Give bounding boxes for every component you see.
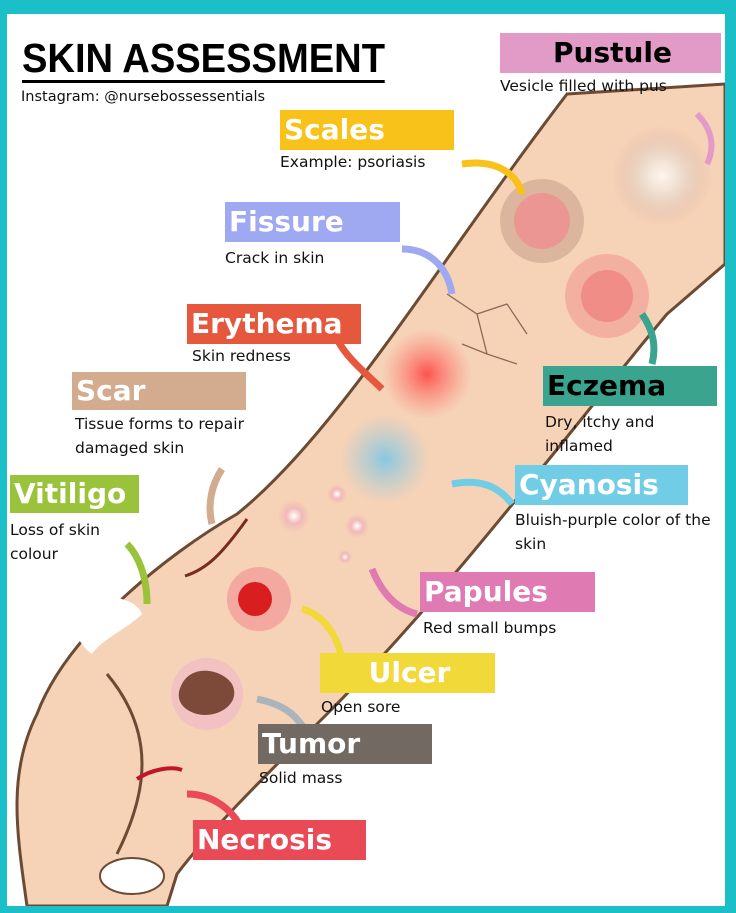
label-necrosis: Necrosis — [193, 820, 366, 860]
fissure-cracks — [446, 293, 528, 365]
label-scales: Scales — [280, 110, 454, 150]
label-eczema: Eczema — [543, 366, 717, 406]
label-scar: Scar — [72, 372, 246, 410]
desc-cyanosis: Bluish-purple color of the skin — [515, 511, 711, 553]
desc-fissure: Crack in skin — [225, 249, 325, 267]
desc-tumor: Solid mass — [259, 769, 343, 787]
page-title: SKIN ASSESSMENT — [22, 35, 386, 83]
label-ulcer: Ulcer — [320, 653, 495, 693]
desc-ulcer: Open sore — [321, 698, 401, 716]
infographic: SKIN ASSESSMENT Instagram: @nursebossess… — [7, 14, 725, 906]
desc-papules: Red small bumps — [423, 619, 557, 637]
label-vitiligo: Vitiligo — [10, 475, 139, 513]
label-erythema: Erythema — [187, 304, 361, 344]
necrosis-lesion — [135, 766, 183, 781]
erythema-lesion — [382, 329, 472, 419]
label-papules: Papules — [420, 572, 595, 612]
papule — [278, 500, 310, 532]
desc-eczema: Dry, itchy and inflamed — [545, 413, 655, 455]
instagram-handle: Instagram: @nursebossessentials — [21, 89, 266, 105]
arm-illustration — [15, 82, 725, 906]
desc-scales: Example: psoriasis — [280, 153, 426, 171]
desc-pustule: Vesicle filled with pus — [500, 77, 667, 95]
thumb — [105, 673, 144, 855]
vitiligo-patches — [72, 596, 142, 654]
scar-stitches — [184, 518, 249, 578]
cyanosis-lesion — [340, 414, 430, 504]
thumbnail — [99, 857, 165, 895]
label-pustule: Pustule — [500, 33, 721, 73]
pustule-lesion — [612, 126, 712, 226]
desc-vitiligo: Loss of skin colour — [10, 521, 100, 563]
label-fissure: Fissure — [225, 202, 400, 242]
desc-erythema: Skin redness — [192, 347, 291, 365]
label-cyanosis: Cyanosis — [515, 465, 688, 505]
label-tumor: Tumor — [258, 724, 432, 764]
scales-lesion — [514, 193, 570, 249]
desc-scar: Tissue forms to repair damaged skin — [75, 415, 244, 457]
